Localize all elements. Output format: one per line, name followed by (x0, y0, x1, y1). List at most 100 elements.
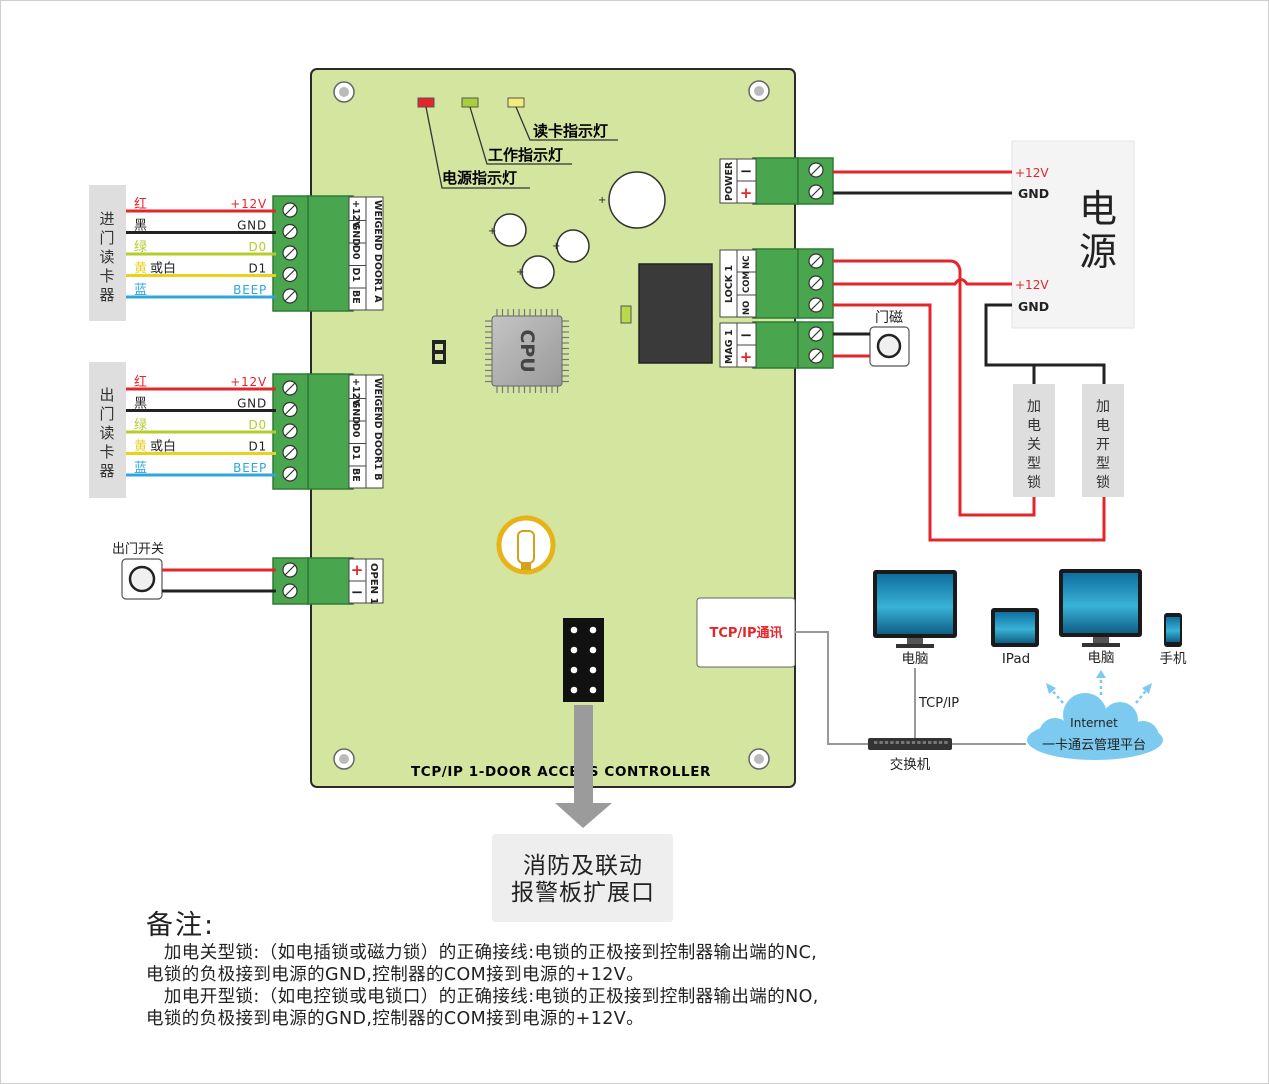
wire-color-label: 红 (134, 196, 147, 212)
capacitor-icon (493, 171, 666, 289)
notes-line-4: 电锁的负极接到电源的GND,控制器的COM接到电源的+12V。 (146, 1009, 645, 1029)
psu-terminal-3: +12V (1015, 278, 1049, 292)
cloud-icon (1027, 693, 1163, 760)
relay-icon (638, 263, 713, 364)
network: 电脑 IPad 电脑 手机 TCP/IP 交换机 (795, 569, 1187, 773)
vertical-char: 门 (99, 229, 114, 247)
psu-terminal-1: +12V (1015, 166, 1049, 180)
pin-label-1: GND (350, 401, 361, 425)
wire-color-label: 黑 (134, 219, 147, 234)
vertical-char: 开 (1096, 437, 1110, 453)
cloud-bottom-label: 一卡通云管理平台 (1042, 738, 1146, 753)
svg-text:+: + (598, 195, 606, 206)
computer-icon (873, 570, 957, 648)
wire-signal-label: BEEP (233, 283, 267, 297)
wire-signal-label: D0 (249, 418, 267, 432)
wire-color-label: 黑 (134, 397, 147, 412)
wire-signal-label: BEEP (233, 461, 267, 475)
pin-label-0: +12V (350, 200, 361, 229)
work-led-icon (461, 97, 479, 108)
power-minus: − (740, 162, 753, 180)
power-supply: 电 源 +12V GND +12V GND (1011, 140, 1135, 329)
screw-icon (808, 253, 824, 313)
weigend-in-label: WEIGEND DOOR1 A (372, 200, 383, 303)
expansion-arrow-icon (555, 705, 612, 828)
device-label-ipad: IPad (1002, 651, 1030, 667)
expansion-header-icon (563, 618, 604, 702)
pin-label-3: D1 (350, 268, 361, 283)
exit-button-device: 出门开关 (112, 542, 276, 600)
battery-icon (496, 515, 556, 575)
notes-title: 备注: (146, 910, 216, 941)
wire-signal-label: +12V (230, 375, 267, 389)
phone-icon (1164, 613, 1182, 647)
wire-color-label: 蓝 (134, 283, 147, 298)
switch-label: 交换机 (890, 756, 931, 773)
device-label-pc2: 电脑 (1088, 650, 1115, 666)
wire-color-label: 黄 (134, 262, 147, 277)
vertical-char: 型 (1027, 456, 1041, 472)
power-plus: + (740, 184, 753, 202)
computer-icon (1059, 569, 1142, 647)
fail-secure-lock: 加电关型锁 (1013, 384, 1055, 497)
vertical-char: 加 (1096, 399, 1110, 415)
wire-color-suffix: 或白 (150, 439, 176, 455)
open-plus: + (351, 561, 364, 579)
expansion-port-box: 消防及联动 报警板扩展口 (492, 834, 673, 922)
weigend-out-label: WEIGEND DOOR1 B (372, 378, 383, 480)
door-sensor-label: 门磁 (875, 310, 903, 326)
wire-color-label: 蓝 (134, 461, 147, 476)
wire-color-label: 绿 (134, 418, 147, 433)
notes-section: 备注: 加电关型锁:（如电插锁或磁力锁）的正确接线:电锁的正极接到控制器输出端的… (146, 910, 1146, 1030)
power-supply-label-1: 电 (1079, 187, 1117, 231)
svg-text:+: + (516, 267, 524, 278)
psu-terminal-4: GND (1018, 299, 1049, 314)
vertical-char: 进 (99, 210, 114, 228)
wire-signal-label: D1 (249, 440, 267, 454)
vertical-char: 关 (1027, 437, 1041, 453)
open-minus: − (351, 583, 364, 601)
power-supply-label-2: 源 (1079, 230, 1117, 274)
cloud-top-label: Internet (1070, 716, 1118, 730)
read-led-icon (507, 97, 525, 108)
fail-safe-lock: 加电开型锁 (1082, 384, 1124, 497)
work-led-label: 工作指示灯 (488, 146, 563, 164)
mag-plus: + (740, 348, 753, 366)
screw-icon (282, 562, 298, 599)
tcp-ip-label: TCP/IP通讯 (709, 625, 782, 641)
pin-label-2: D0 (350, 245, 361, 260)
wire-signal-label: D1 (249, 262, 267, 276)
exit-button-label: 出门开关 (112, 542, 164, 557)
expansion-line-1: 消防及联动 (523, 853, 643, 879)
controller-board: 读卡指示灯 工作指示灯 电源指示灯 ++++ CPU (310, 68, 796, 788)
terminal-block-mag: − + MAG 1 (719, 321, 834, 369)
wire-signal-label: GND (237, 397, 267, 411)
smd-led-icon (620, 305, 632, 324)
vertical-char: 器 (99, 462, 114, 480)
power-led-icon (417, 97, 435, 108)
terminal-block-power: − + POWER (719, 157, 834, 205)
cloud-uplink-icon (1049, 677, 1149, 704)
notes-line-1: 加电关型锁:（如电插锁或磁力锁）的正确接线:电锁的正极接到控制器输出端的NC, (146, 943, 818, 963)
vertical-char: 卡 (99, 267, 114, 285)
vertical-char: 卡 (99, 443, 114, 461)
network-switch-icon (868, 738, 952, 750)
pin-label-4: BE (350, 468, 361, 482)
terminal-block-open: + − OPEN 1 (272, 557, 384, 605)
screw-icon (808, 326, 824, 364)
board-title: TCP/IP 1-DOOR ACCESS CONTROLLER (411, 764, 711, 780)
vertical-char: 加 (1027, 399, 1041, 415)
psu-terminal-2: GND (1018, 186, 1049, 201)
cpu-chip-icon: CPU (485, 309, 569, 393)
lock-wiring (833, 259, 1106, 542)
pin-label-3: D1 (350, 446, 361, 461)
device-label-phone: 手机 (1160, 651, 1188, 667)
notes-line-2: 电锁的负极接到电源的GND,控制器的COM接到电源的+12V。 (146, 965, 645, 985)
pin-label-4: BE (350, 290, 361, 304)
wire-signal-label: GND (237, 219, 267, 233)
vertical-char: 读 (99, 424, 114, 442)
expansion-line-2: 报警板扩展口 (511, 880, 655, 906)
pin-label-2: D0 (350, 423, 361, 438)
